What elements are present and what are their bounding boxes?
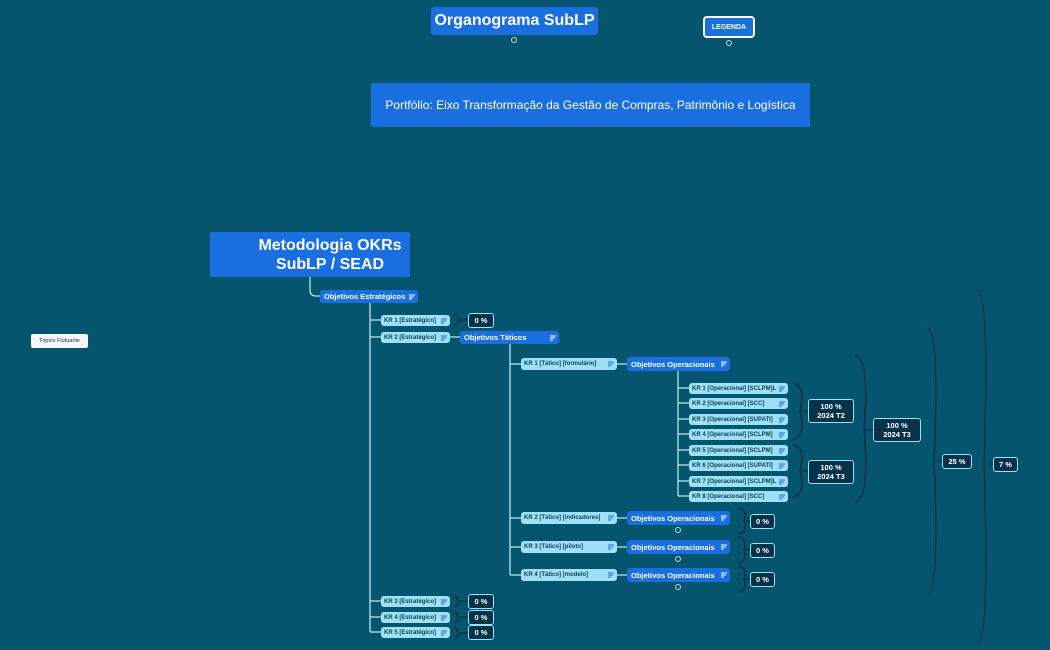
collapse-icon[interactable] <box>675 556 681 562</box>
collapse-icon[interactable] <box>675 584 681 590</box>
summary-period: 2024 T2 <box>817 411 845 420</box>
summary-op-group-1[interactable]: 100 % 2024 T2 <box>808 399 854 423</box>
portfolio-topic[interactable]: Portfólio: Eixo Transformação da Gestão … <box>371 83 810 127</box>
notes-icon[interactable] <box>779 401 785 406</box>
topic-label: KR 4 [Tático] [modelo] <box>524 572 588 578</box>
topic-label: KR 5 [Estratégico] <box>384 629 437 636</box>
topic-label: KR 3 [Tático] [piloto] <box>524 544 583 550</box>
floating-topic[interactable]: Tópico Flutuante <box>31 334 88 348</box>
topic-label: KR 4 [Operacional] [SCLPM] <box>692 431 773 438</box>
topic-label: Objetivos Operacionais <box>631 542 715 552</box>
kr-estrategico-3[interactable]: KR 3 [Estratégico] <box>381 596 450 607</box>
summary-kr3-estrategico[interactable]: 0 % <box>468 594 494 609</box>
topic-label: KR 8 [Operacional] [SCC] <box>692 493 765 500</box>
kr-tatico-2[interactable]: KR 2 [Tático] [indicadores] <box>521 512 617 524</box>
notes-icon[interactable] <box>721 544 727 550</box>
summary-kr1-estrategico[interactable]: 0 % <box>468 313 494 328</box>
summary-kr4-estrategico[interactable]: 0 % <box>468 610 494 625</box>
kr-operacional-4[interactable]: KR 4 [Operacional] [SCLPM] <box>689 429 788 440</box>
notes-icon[interactable] <box>441 318 447 323</box>
notes-icon[interactable] <box>721 515 727 521</box>
topic-label: Objetivos Táticos <box>464 333 527 342</box>
notes-icon[interactable] <box>721 572 727 578</box>
topic-label: KR 5 [Operacional] [SCLPM] <box>692 447 773 454</box>
collapse-icon[interactable] <box>511 37 517 43</box>
kr-operacional-3[interactable]: KR 3 [Operacional] [SUPATI] <box>689 414 788 425</box>
kr-operacional-8[interactable]: KR 8 [Operacional] [SCC] <box>689 491 788 502</box>
topic-label: KR 2 [Estratégico] <box>384 334 437 341</box>
summary-op-all[interactable]: 100 % 2024 T3 <box>873 418 921 442</box>
kr-tatico-1[interactable]: KR 1 [Tático] [formulário] <box>521 358 617 370</box>
notes-icon[interactable] <box>721 361 727 367</box>
topic-label: Objetivos Operacionais <box>631 513 715 523</box>
notes-icon[interactable] <box>779 448 785 453</box>
objetivos-taticos-topic[interactable]: Objetivos Táticos <box>460 331 559 344</box>
summary-percent: 100 % <box>820 402 842 411</box>
notes-icon[interactable] <box>779 432 785 437</box>
kr-tatico-3[interactable]: KR 3 [Tático] [piloto] <box>521 541 617 553</box>
objetivos-operacionais-topic-4[interactable]: Objetivos Operacionais <box>627 568 730 582</box>
notes-icon[interactable] <box>779 463 785 468</box>
topic-label: Objetivos Estratégicos <box>324 292 406 301</box>
kr-estrategico-4[interactable]: KR 4 [Estratégico] <box>381 612 450 623</box>
kr-operacional-1[interactable]: KR 1 [Operacional] [SCLPM]L <box>689 383 788 394</box>
notes-icon[interactable] <box>608 544 614 550</box>
notes-icon[interactable] <box>441 335 447 340</box>
notes-icon[interactable] <box>608 572 614 578</box>
notes-icon[interactable] <box>779 386 785 391</box>
topic-label: KR 1 [Tático] [formulário] <box>524 361 597 367</box>
notes-icon[interactable] <box>441 599 447 604</box>
topic-label: KR 3 [Operacional] [SUPATI] <box>692 416 773 423</box>
notes-icon[interactable] <box>409 294 415 299</box>
summary-kr3-tatico[interactable]: 0 % <box>750 543 775 558</box>
topic-label: Objetivos Operacionais <box>631 359 715 369</box>
objetivos-operacionais-topic-2[interactable]: Objetivos Operacionais <box>627 511 730 525</box>
notes-icon[interactable] <box>779 494 785 499</box>
kr-operacional-2[interactable]: KR 2 [Operacional] [SCC] <box>689 398 788 409</box>
topic-label: KR 2 [Operacional] [SCC] <box>692 400 765 407</box>
topic-label: KR 3 [Estratégico] <box>384 598 437 605</box>
collapse-icon[interactable] <box>726 40 732 46</box>
notes-icon[interactable] <box>779 417 785 422</box>
summary-kr2-estrategico-total[interactable]: 25 % <box>942 454 972 469</box>
notes-icon[interactable] <box>441 615 447 620</box>
objetivos-operacionais-topic-1[interactable]: Objetivos Operacionais <box>627 357 730 371</box>
topic-label: Objetivos Operacionais <box>631 570 715 580</box>
kr-estrategico-5[interactable]: KR 5 [Estratégico] <box>381 627 450 638</box>
summary-percent: 100 % <box>886 421 908 430</box>
summary-period: 2024 T3 <box>817 472 845 481</box>
topic-label: KR 4 [Estratégico] <box>384 614 437 621</box>
notes-icon[interactable] <box>608 515 614 521</box>
notes-icon[interactable] <box>608 361 614 367</box>
summary-percent: 100 % <box>820 463 842 472</box>
summary-overall[interactable]: 7 % <box>993 457 1018 472</box>
summary-kr2-tatico[interactable]: 0 % <box>750 514 775 529</box>
topic-label: KR 1 [Operacional] [SCLPM]L <box>692 385 777 392</box>
collapse-icon[interactable] <box>675 527 681 533</box>
central-topic[interactable]: Metodologia OKRs SubLP / SEAD <box>210 232 410 277</box>
notes-icon[interactable] <box>779 479 785 484</box>
kr-operacional-6[interactable]: KR 6 [Operacional] [SUPATI] <box>689 460 788 471</box>
notes-icon[interactable] <box>550 335 556 340</box>
kr-operacional-5[interactable]: KR 5 [Operacional] [SCLPM] <box>689 445 788 456</box>
topic-label: KR 2 [Tático] [indicadores] <box>524 515 601 521</box>
objetivos-estrategicos-topic[interactable]: Objetivos Estratégicos <box>320 290 418 303</box>
kr-operacional-7[interactable]: KR 7 [Operacional] [SCLPM]L <box>689 476 788 487</box>
topic-label: KR 1 [Estratégico] <box>384 317 437 324</box>
topic-label: KR 7 [Operacional] [SCLPM]L <box>692 478 777 485</box>
topic-label: KR 6 [Operacional] [SUPATI] <box>692 462 773 469</box>
summary-op-group-2[interactable]: 100 % 2024 T3 <box>808 460 854 484</box>
summary-kr4-tatico[interactable]: 0 % <box>750 572 775 587</box>
page-title[interactable]: Organograma SubLP <box>431 7 598 35</box>
kr-tatico-4[interactable]: KR 4 [Tático] [modelo] <box>521 569 617 581</box>
legend-button[interactable]: LEGENDA <box>703 16 755 38</box>
notes-icon[interactable] <box>441 630 447 635</box>
summary-period: 2024 T3 <box>883 430 911 439</box>
kr-estrategico-1[interactable]: KR 1 [Estratégico] <box>381 315 450 326</box>
objetivos-operacionais-topic-3[interactable]: Objetivos Operacionais <box>627 540 730 554</box>
summary-kr5-estrategico[interactable]: 0 % <box>468 625 494 640</box>
kr-estrategico-2[interactable]: KR 2 [Estratégico] <box>381 332 450 343</box>
